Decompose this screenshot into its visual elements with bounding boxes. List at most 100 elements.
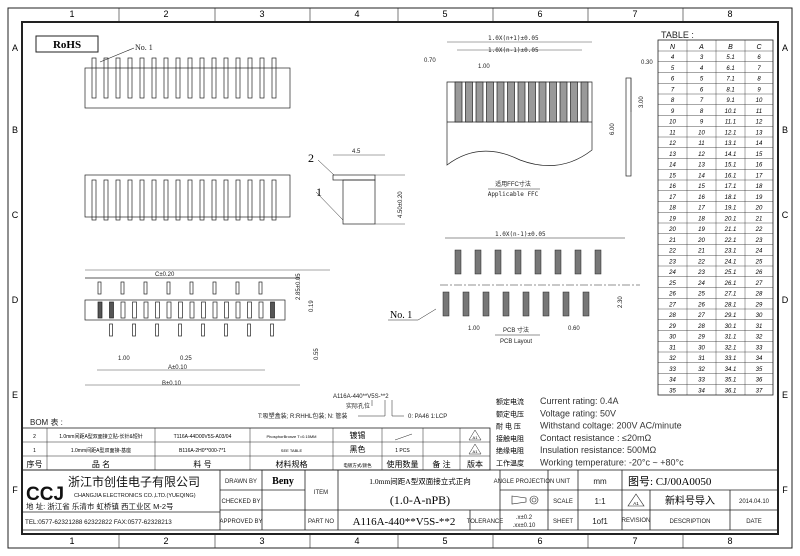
table-cell: 31 [669,345,676,351]
revision-icon [468,443,482,455]
revision-date: 2014.04.10 [739,499,770,505]
bom-cell-material: PhosphorBronze T=0.15MM [266,434,316,439]
pin-contact [120,301,126,319]
table-cell: 28 [668,313,676,319]
pin [103,57,109,99]
company-name-cn: 浙江市创佳电子有限公司 [68,474,200,489]
table-cell: 24 [755,249,763,255]
pin-upper [166,281,171,295]
bom-header: 版本 [467,459,483,469]
table-cell: 26 [697,302,705,308]
table-cell: 15 [669,173,676,179]
pcb-pad-top [514,249,522,275]
pin-contact [258,301,264,319]
connector-side-view [315,154,405,225]
dim-side-height: 4.50±0.20 [398,191,404,218]
revision-mark-icon: A1 [627,493,645,507]
table-cell: 35 [669,388,676,394]
applicable-ffc-drawing [446,41,632,177]
table-cell: 13.1 [725,141,737,147]
item-description: 1.0mm间距A型双面接立式正向 [369,476,470,486]
table-cell: 33.1 [725,356,737,362]
table-cell: 7 [671,87,675,93]
column-label: 2 [163,9,168,19]
bom-header: 料 号 [193,459,211,469]
drawing-number: 图号: CJ/00A0050 [628,475,712,488]
ffc-conductor [465,81,473,123]
table-cell: 34 [756,356,763,362]
table-cell: 8.1 [726,87,734,93]
spec-label-cn: 工作温度 [496,459,524,468]
row-label: C [12,210,19,220]
row-label: C [782,210,789,220]
dim-ffc-inner: 1.0X(n-1)±0.05 [488,47,539,54]
table-header: B [728,44,733,51]
ffc-conductor [507,81,515,123]
table-cell: 9 [671,109,675,115]
tolerance-label: TOLERANCE [467,519,504,525]
table-cell: 5 [700,77,704,83]
pin [91,179,97,221]
row-label: F [12,485,18,495]
pin [127,179,133,221]
table-cell: 8 [700,109,704,115]
ffc-caption-en: Applicable FFC [488,191,539,198]
table-cell: 3 [700,55,704,61]
table-cell: 10.1 [725,109,737,115]
callout-1: 1 [316,185,322,199]
table-cell: 27 [668,302,676,308]
dim-a: A±0.10 [168,365,188,371]
pin [115,57,121,99]
drawn-by-value: Beny [272,476,294,487]
table-cell: 30 [669,335,676,341]
pin [235,57,241,99]
table-cell: 7 [700,98,704,104]
spec-value: Working temperature: -20°c ~ +80°c [540,458,684,468]
pcb-pad-bottom [562,291,570,317]
spec-value: Current rating: 0.4A [540,396,619,406]
table-cell: 20 [697,238,705,244]
table-cell: 20.1 [724,216,737,222]
ffc-conductor [475,81,484,123]
table-cell: 32.1 [725,345,737,351]
table-cell: 17.1 [725,184,737,190]
table-cell: 36 [756,378,763,384]
pin [223,179,229,221]
table-cell: 14 [756,141,763,147]
table-cell: 20 [755,206,763,212]
row-label: A [782,43,788,53]
dim-side-width: 4.5 [352,149,361,155]
table-cell: 29 [668,324,676,330]
dim-ffc-030: 0.30 [641,60,653,66]
column-label: 2 [163,536,168,546]
bom-cell-plating: 镀锡 [350,430,366,440]
table-header: C [756,44,762,51]
table-cell: 15 [698,184,705,190]
scale-value: 1:1 [594,497,606,506]
table-cell: 32 [669,356,676,362]
table-cell: 32 [698,367,705,373]
table-cell: 27 [697,313,705,319]
table-cell: 29 [697,335,705,341]
pin-contact [201,301,206,319]
bom-cell-no: 2 [33,434,36,440]
table-cell: 16.1 [725,173,737,179]
table-cell: 9 [700,120,704,126]
rohs-badge: RoHS [35,35,99,53]
table-cell: 17 [756,173,763,179]
pcb-pin1-label: No. 1 [390,310,412,321]
column-label: 4 [354,536,359,546]
pin-upper [120,281,125,295]
pin [211,179,217,221]
tolerance-1: .x±0.2 [516,515,533,521]
dim-055: 0.55 [314,348,320,360]
pin [199,57,205,99]
table-cell: 35 [756,367,763,373]
table-cell: 27.1 [724,292,737,298]
pcb-pad-top [594,249,602,275]
bom-cell-plating: 黑色 [350,444,366,454]
company-name-en: CHANGJIA ELECTRONICS CO.,LTD.(YUEQING) [74,493,196,499]
item-code: (1.0-A-nPB) [390,493,450,507]
date-label: DATE [746,519,762,525]
pcb-layout-drawing [440,237,640,317]
